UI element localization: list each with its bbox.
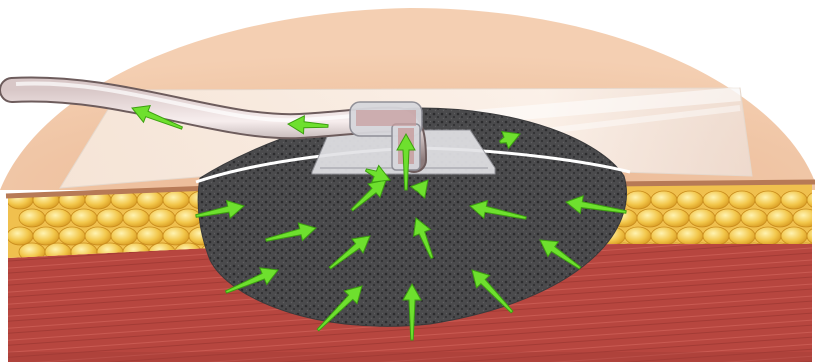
- fat-cell: [651, 191, 677, 209]
- fat-cell: [33, 227, 59, 245]
- fat-cell: [689, 209, 715, 227]
- fat-cell: [703, 191, 729, 209]
- fat-cell: [7, 227, 33, 245]
- fat-cell: [637, 209, 663, 227]
- fat-cell: [755, 227, 781, 245]
- fat-cell: [97, 209, 123, 227]
- fat-cell: [85, 227, 111, 245]
- fat-cell: [163, 191, 189, 209]
- fat-cell: [625, 227, 651, 245]
- fat-cell: [19, 209, 45, 227]
- fat-cell: [137, 227, 163, 245]
- fat-cell: [71, 209, 97, 227]
- fat-cell: [175, 209, 201, 227]
- fat-cell: [793, 209, 815, 227]
- fat-cell: [149, 209, 175, 227]
- fat-cell: [677, 191, 703, 209]
- fat-cell: [677, 227, 703, 245]
- fat-cell: [663, 209, 689, 227]
- fat-cell: [729, 191, 755, 209]
- fat-cell: [163, 227, 189, 245]
- fat-cell: [715, 209, 741, 227]
- fat-cell: [651, 227, 677, 245]
- fat-cell: [703, 227, 729, 245]
- fat-cell: [767, 209, 793, 227]
- fat-cell: [755, 191, 781, 209]
- fat-cell: [729, 227, 755, 245]
- fat-cell: [625, 191, 651, 209]
- fat-cell: [781, 191, 807, 209]
- fat-cell: [111, 227, 137, 245]
- fat-cell: [741, 209, 767, 227]
- fat-cell: [45, 209, 71, 227]
- fat-cell: [59, 227, 85, 245]
- fat-cell: [137, 191, 163, 209]
- fat-cell: [123, 209, 149, 227]
- fat-cell: [781, 227, 807, 245]
